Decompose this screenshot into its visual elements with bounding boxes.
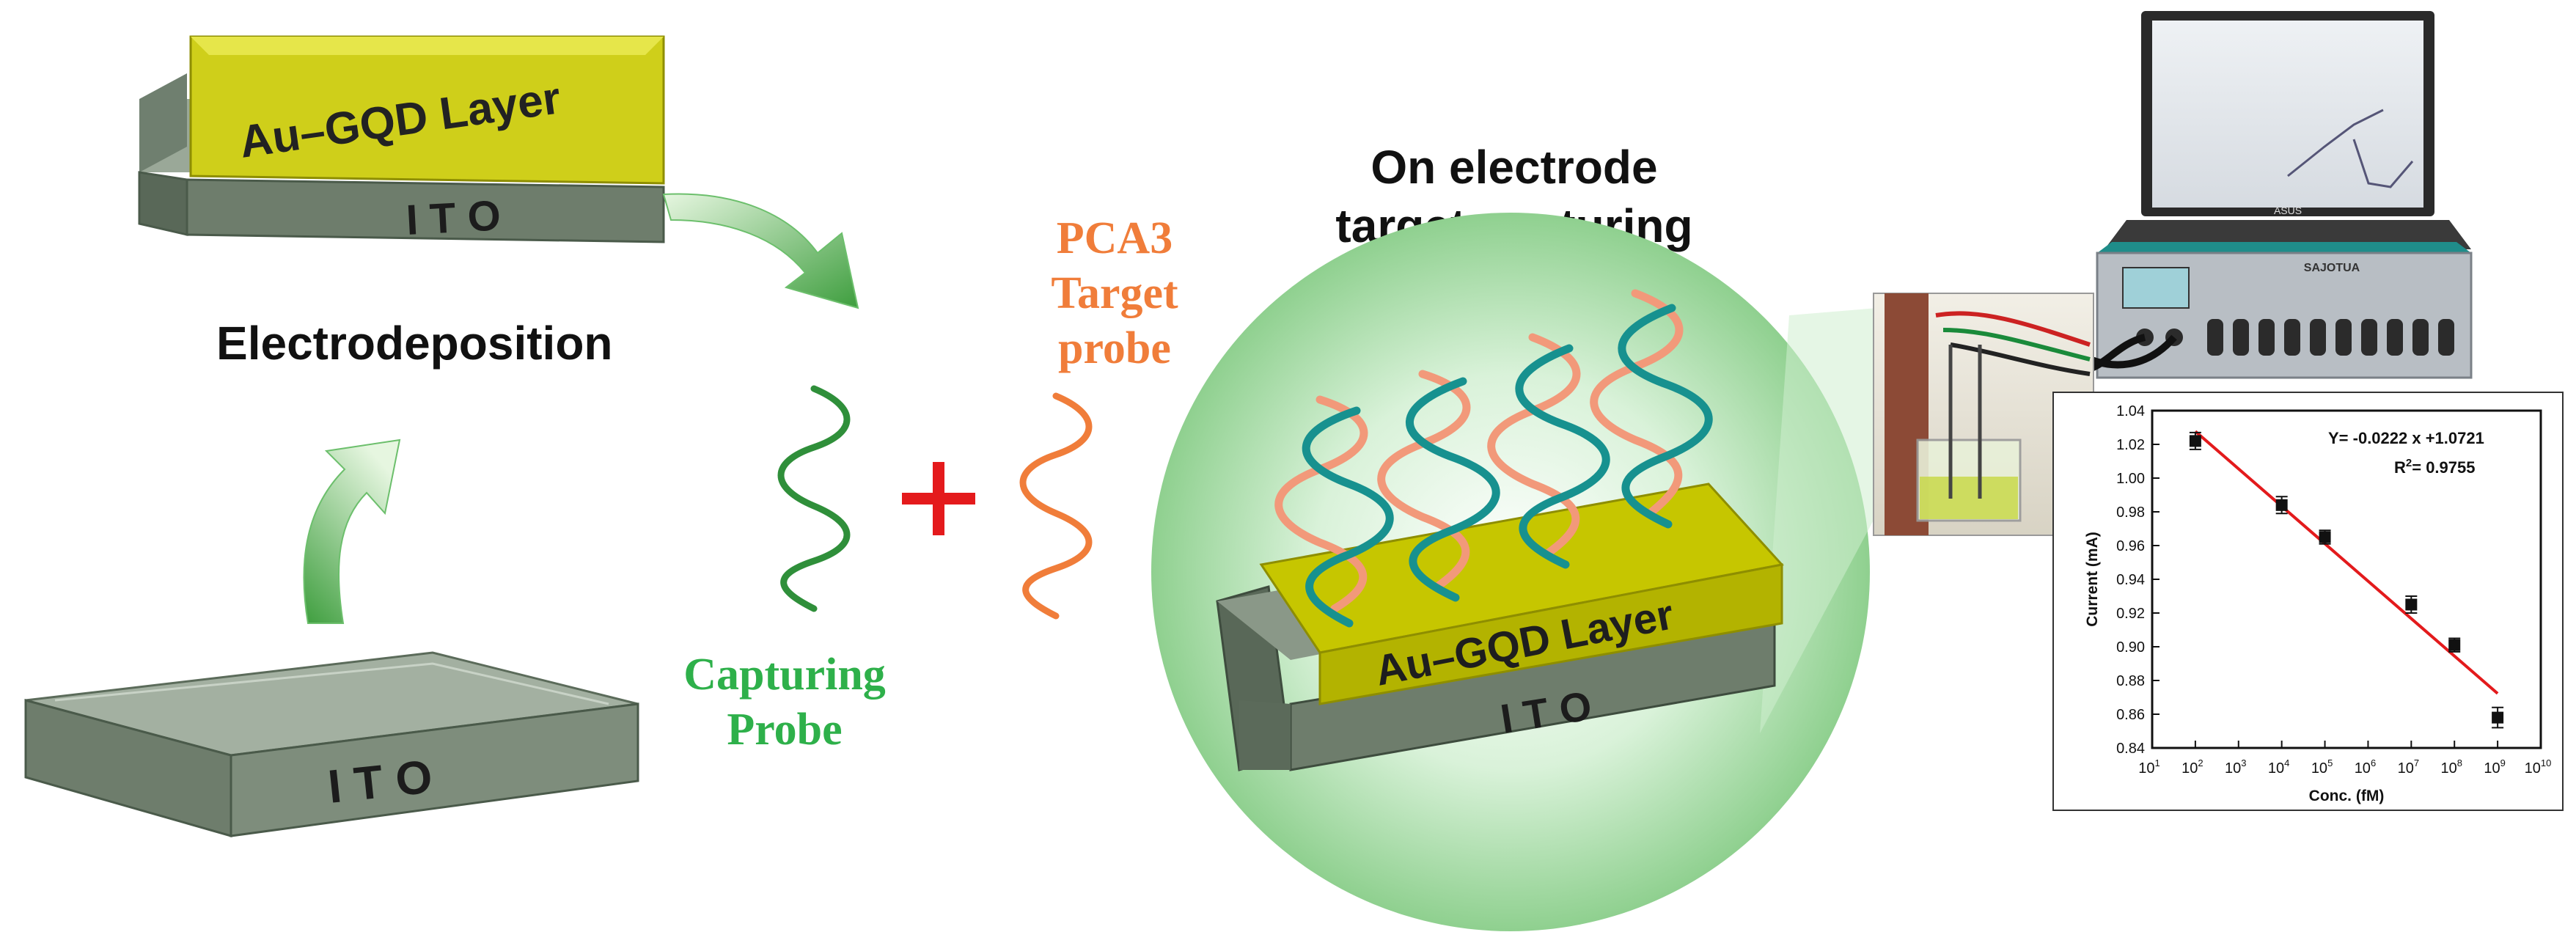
laptop-brand: ASUS [2274, 205, 2302, 216]
duplex-3-target [1487, 333, 1581, 558]
y-tick-label: 0.86 [2116, 707, 2145, 723]
target-label-line2: Target [1051, 268, 1178, 318]
photo-wire-black [1950, 342, 2091, 376]
photo-wire-red [1935, 311, 2091, 347]
x-tick-label: 102 [2181, 757, 2203, 777]
x-tick-label: 106 [2355, 757, 2376, 777]
laptop-display [2152, 21, 2423, 208]
chart-frame [2052, 392, 2564, 811]
data-point [2275, 499, 2288, 511]
capture-title-line1: On electrode [1370, 141, 1657, 194]
duplex-4-target [1590, 289, 1684, 518]
ito-bottom-rim [54, 662, 609, 705]
x-tick-label: 109 [2484, 757, 2505, 777]
duplex-3-capture [1515, 344, 1610, 569]
electrode-bottom: I T O [24, 651, 639, 837]
data-point [2492, 711, 2504, 724]
x-tick-label: 101 [2138, 757, 2159, 777]
x-axis-label: Conc. (fM) [2309, 788, 2385, 804]
device-brand: SAJOTUA [2304, 262, 2360, 274]
y-tick-label: 0.92 [2116, 606, 2145, 622]
plus-icon [902, 462, 975, 535]
y-tick-label: 0.96 [2116, 538, 2145, 554]
y-tick-label: 0.98 [2116, 504, 2145, 521]
x-tick-label: 108 [2440, 757, 2462, 777]
ito-bottom-label: I T O [326, 749, 435, 812]
y-axis-label: Current (mA) [2084, 532, 2101, 627]
duplex-1-capture [1302, 406, 1394, 628]
data-point [2189, 435, 2201, 447]
y-tick-label: 0.90 [2116, 639, 2145, 656]
r2-text: R2= 0.9755 [2394, 457, 2475, 477]
equation-text: Y= -0.0222 x +1.0721 [2328, 429, 2484, 447]
photo-wire-green [1942, 328, 2091, 362]
y-tick-label: 1.04 [2116, 403, 2145, 419]
dna-duplexes [1274, 289, 1713, 628]
instrument: ASUS SAJOTUA [2066, 11, 2473, 379]
x-tick-label: 103 [2225, 757, 2246, 777]
au-gqd-top-rim [191, 37, 664, 55]
potentiostat-display [2122, 267, 2190, 309]
electrodeposition-label: Electrodeposition [216, 317, 613, 370]
electrode-top: Au–GQD Layer I T O [138, 35, 665, 244]
duplex-1-target [1274, 395, 1368, 613]
r2-value: = 0.9755 [2412, 458, 2475, 477]
r2-sup: 2 [2406, 457, 2412, 469]
y-axis-ticks: 0.84 0.86 0.88 0.90 0.92 0.94 0.96 0.98 1.00 1.02… [2116, 403, 2159, 757]
target-label-line3: probe [1058, 323, 1171, 373]
duplex-2-target [1377, 370, 1471, 591]
ito-top-left [138, 171, 188, 236]
target-label-line1: PCA3 [1057, 213, 1173, 263]
x-tick-label: 105 [2311, 757, 2333, 777]
y-tick-label: 0.88 [2116, 673, 2145, 689]
y-tick-label: 1.02 [2116, 437, 2145, 453]
electrode-captured: Au–GQD Layer I T O [1216, 482, 1784, 771]
arrow-right-icon [662, 193, 859, 309]
x-axis-ticks: 101 102 103 104 105 106 107 108 109 1010 [2138, 741, 2551, 777]
arrow-up-icon [303, 439, 401, 624]
potentiostat-top [2097, 242, 2471, 253]
potentiostat-ports [2136, 319, 2454, 356]
x-tick-label: 1010 [2525, 757, 2552, 777]
duplex-4-capture [1618, 304, 1713, 529]
duplex-2-capture [1406, 377, 1500, 602]
zoom-beam [1760, 308, 1877, 733]
calibration-chart: 0.84 0.86 0.88 0.90 0.92 0.94 0.96 0.98 1.00 1.02… [2052, 392, 2564, 811]
photo-solution [1920, 477, 2018, 519]
screen-curve [2287, 109, 2384, 177]
target-probe-strand [1019, 392, 1093, 620]
ito-top-label: I T O [405, 191, 502, 244]
capturing-label-line2: Probe [727, 705, 842, 755]
r2-prefix: R [2394, 458, 2406, 477]
screen-curve-2 [2352, 139, 2414, 188]
fit-line [2194, 430, 2499, 695]
y-tick-label: 0.94 [2116, 572, 2145, 588]
data-points [2189, 431, 2504, 729]
capturing-label-line1: Capturing [683, 650, 886, 700]
data-point [2405, 598, 2418, 611]
y-tick-label: 1.00 [2116, 471, 2145, 487]
data-point [2319, 531, 2331, 543]
x-tick-label: 104 [2268, 757, 2289, 777]
data-point [2448, 639, 2461, 651]
capturing-probe-strand [777, 385, 851, 612]
x-tick-label: 107 [2398, 757, 2419, 777]
au-gqd-captured-front [1318, 563, 1783, 705]
ito-bottom-right [230, 702, 639, 837]
ito-captured-edge [1239, 700, 1291, 770]
ito-top-side [139, 73, 187, 172]
y-tick-label: 0.84 [2116, 741, 2145, 757]
